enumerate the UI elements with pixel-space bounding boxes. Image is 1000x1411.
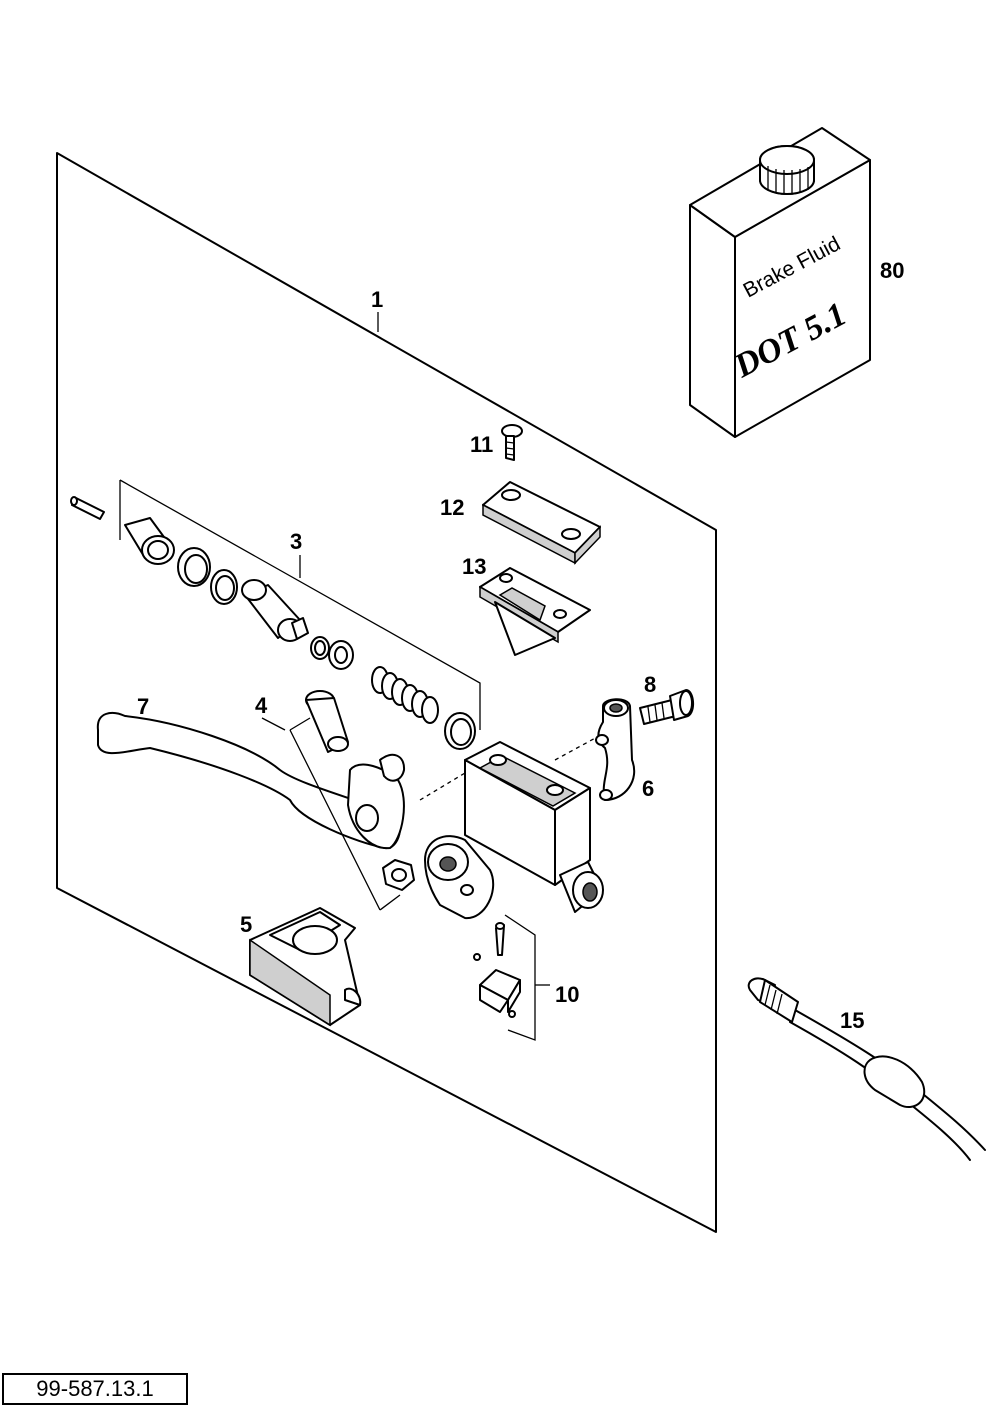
handlebar-clamp	[595, 698, 636, 801]
reservoir-cover	[482, 481, 601, 565]
callout-80: 80	[880, 258, 904, 283]
callout-7: 7	[137, 694, 149, 719]
brake-hose	[747, 977, 986, 1161]
callout-15: 15	[840, 1008, 864, 1033]
piston-kit	[70, 479, 481, 750]
callout-5: 5	[240, 912, 252, 937]
callout-6: 6	[642, 776, 654, 801]
assembly-panel-outline	[56, 152, 717, 1233]
lever-guard	[249, 907, 362, 1027]
brake-fluid-can: Brake Fluid DOT 5.1	[689, 127, 871, 438]
brake-light-switch	[473, 914, 550, 1041]
callout-8: 8	[644, 672, 656, 697]
callout-13: 13	[462, 554, 486, 579]
pivot-bolt	[261, 690, 415, 911]
callout-10: 10	[555, 982, 579, 1007]
reservoir-screw	[501, 424, 523, 461]
callout-4: 4	[255, 693, 268, 718]
master-cylinder-body	[419, 729, 611, 920]
brake-lever	[96, 712, 406, 850]
clamp-bolt	[639, 689, 694, 725]
reservoir-diaphragm	[479, 567, 591, 656]
callout-1: 1	[371, 287, 383, 312]
callout-3: 3	[290, 529, 302, 554]
reference-code: 99-587.13.1	[2, 1373, 188, 1405]
callout-11: 11	[470, 432, 493, 457]
callout-12: 12	[440, 495, 464, 520]
